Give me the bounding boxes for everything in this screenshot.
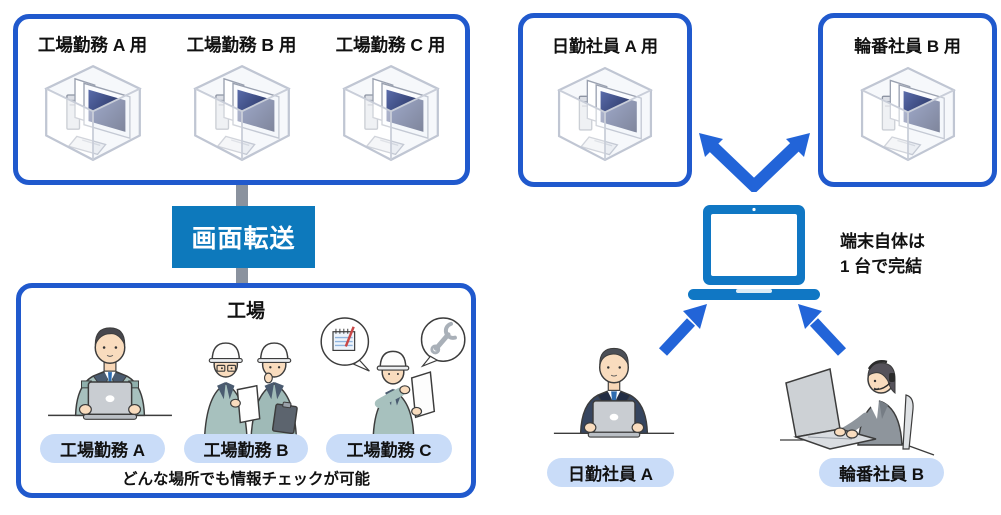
virtual-desktop-cube-icon — [39, 59, 147, 167]
shift-employee-vm-box: 輪番社員 B 用 — [818, 13, 997, 187]
vm-label: 工場勤務 C 用 — [335, 35, 446, 55]
virtual-desktop-cube-icon — [855, 61, 961, 167]
factory-vm-box: 工場勤務 A 用 工場勤務 B 用 工場勤務 C 用 — [13, 14, 470, 185]
bidirectional-arrow-icon — [699, 133, 810, 192]
vm-label: 輪番社員 B 用 — [854, 37, 961, 56]
virtual-desktop-cube-icon — [188, 59, 296, 167]
laptop-icon — [688, 205, 820, 300]
screen-transfer-badge: 画面転送 — [172, 206, 315, 268]
factory-caption: どんな場所でも情報チェックが可能 — [121, 471, 370, 488]
factory-title: 工場 — [226, 301, 265, 322]
vm-label: 工場勤務 A 用 — [37, 35, 148, 55]
worker-pill-c: 工場勤務 C — [326, 434, 452, 463]
terminal-note: 端末自体は 1 台で完結 — [840, 230, 995, 279]
arrow-up-left-icon — [798, 304, 847, 356]
worker-pill-a: 工場勤務 A — [40, 434, 165, 463]
virtual-desktop-cube-icon — [552, 61, 658, 167]
terminal-note-line1: 端末自体は — [840, 232, 925, 251]
factory-worker-a-illustration — [45, 320, 175, 438]
vm-item-factory-c: 工場勤務 C 用 — [318, 32, 464, 167]
factory-worker-c-illustration — [317, 315, 469, 435]
vm-item-factory-b: 工場勤務 B 用 — [169, 32, 315, 167]
virtual-desktop-cube-icon — [337, 59, 445, 167]
worker-pill-b: 工場勤務 B — [184, 434, 308, 463]
factory-box: 工場 工場勤務 A 工場勤務 B 工場勤務 C どんな場所でも情報チェックが可能 — [16, 283, 476, 498]
factory-workers-b-illustration — [187, 312, 313, 442]
shift-employee-illustration — [778, 345, 936, 457]
day-employee-vm-box: 日勤社員 A 用 — [518, 13, 692, 187]
vm-label: 日勤社員 A 用 — [551, 37, 659, 56]
vm-label: 工場勤務 B 用 — [186, 35, 297, 55]
vm-item-factory-a: 工場勤務 A 用 — [20, 32, 166, 167]
terminal-note-line2: 1 台で完結 — [840, 256, 923, 276]
shift-employee-pill: 輪番社員 B — [819, 458, 944, 487]
day-employee-illustration — [552, 340, 676, 456]
arrow-up-right-icon — [658, 304, 707, 356]
day-employee-pill: 日勤社員 A — [547, 458, 674, 487]
